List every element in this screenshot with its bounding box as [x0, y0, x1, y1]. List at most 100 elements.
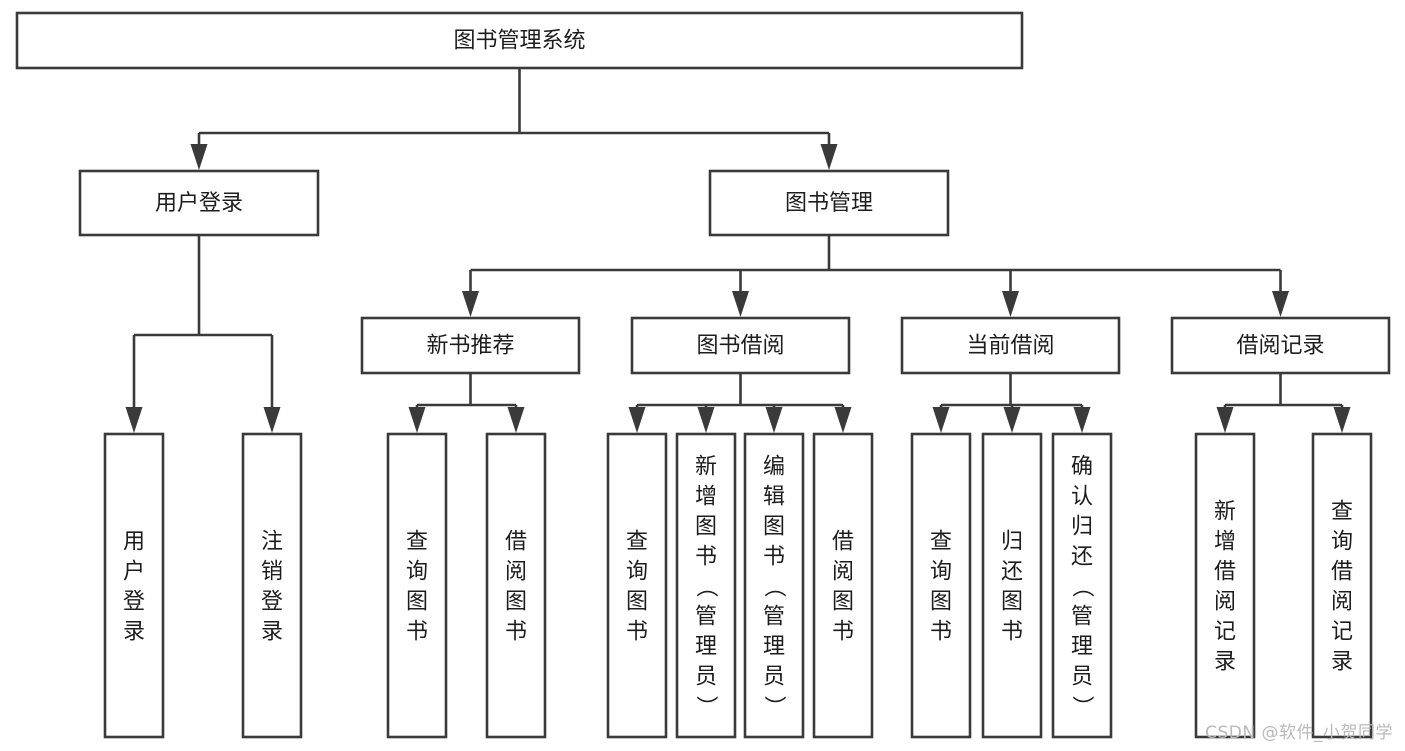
node-box[interactable] — [1051, 432, 1113, 739]
svg-text:销: 销 — [261, 560, 283, 585]
svg-text:询: 询 — [406, 560, 428, 585]
svg-text:）: ） — [693, 695, 718, 717]
node-box[interactable] — [812, 432, 874, 739]
svg-text:确: 确 — [1071, 455, 1093, 480]
svg-text:还: 还 — [1001, 560, 1023, 585]
svg-text:图: 图 — [1001, 590, 1023, 615]
arrow-head-icon — [1003, 407, 1021, 433]
svg-text:阅: 阅 — [1331, 590, 1353, 615]
svg-text:辑: 辑 — [763, 485, 785, 510]
svg-text:员: 员 — [695, 665, 717, 690]
svg-text:图: 图 — [832, 590, 854, 615]
svg-text:查: 查 — [626, 530, 648, 555]
node-box[interactable] — [360, 316, 581, 375]
svg-text:录: 录 — [123, 620, 145, 645]
svg-text:编: 编 — [763, 455, 785, 480]
svg-text:查: 查 — [930, 530, 952, 555]
svg-text:录: 录 — [261, 620, 283, 645]
node-label: 图书借阅 — [696, 334, 784, 359]
svg-text:图: 图 — [626, 590, 648, 615]
node-box[interactable] — [675, 432, 737, 739]
svg-text:图: 图 — [695, 515, 717, 540]
svg-text:图: 图 — [406, 590, 428, 615]
node-box[interactable] — [15, 11, 1024, 70]
svg-text:查: 查 — [1331, 500, 1353, 525]
node-box[interactable] — [386, 432, 448, 739]
arrow-head-icon — [263, 407, 281, 433]
node-box[interactable] — [241, 432, 303, 739]
node-box[interactable] — [630, 316, 851, 375]
svg-text:（: （ — [1069, 575, 1094, 597]
svg-text:书: 书 — [695, 545, 717, 570]
arrow-head-icon — [765, 407, 783, 433]
svg-text:书: 书 — [763, 545, 785, 570]
svg-text:记: 记 — [1214, 620, 1236, 645]
node-box[interactable] — [900, 316, 1121, 375]
node-box[interactable] — [78, 169, 320, 237]
arrow-head-icon — [834, 407, 852, 433]
svg-text:户: 户 — [123, 560, 145, 585]
svg-text:理: 理 — [1071, 635, 1093, 660]
node-borrow-record[interactable]: 借阅记录 — [1170, 316, 1391, 375]
svg-text:注: 注 — [261, 530, 283, 555]
svg-text:管: 管 — [695, 605, 717, 630]
svg-text:询: 询 — [930, 560, 952, 585]
arrow-head-icon — [1002, 291, 1019, 317]
node-box[interactable] — [910, 432, 972, 739]
node-box[interactable] — [743, 432, 805, 739]
arrow-head-icon — [408, 407, 426, 433]
svg-text:新: 新 — [1214, 500, 1236, 525]
node-box[interactable] — [1170, 316, 1391, 375]
arrow-head-icon — [1333, 407, 1351, 433]
svg-text:员: 员 — [1071, 665, 1093, 690]
node-box[interactable] — [1194, 432, 1256, 739]
node-root[interactable]: 图书管理系统 — [15, 11, 1024, 70]
node-user-login[interactable]: 用户登录 — [78, 169, 320, 237]
svg-text:查: 查 — [406, 530, 428, 555]
svg-text:管: 管 — [1071, 605, 1093, 630]
node-new-book-rec[interactable]: 新书推荐 — [360, 316, 581, 375]
node-box[interactable] — [981, 432, 1043, 739]
node-box[interactable] — [606, 432, 668, 739]
svg-text:阅: 阅 — [1214, 590, 1236, 615]
connector-layer — [125, 68, 1351, 433]
node-box[interactable] — [103, 432, 165, 739]
svg-text:还: 还 — [1071, 545, 1093, 570]
svg-text:书: 书 — [406, 620, 428, 645]
node-label: 借阅记录 — [1236, 334, 1324, 359]
svg-text:图: 图 — [505, 590, 527, 615]
node-book-manage[interactable]: 图书管理 — [708, 169, 950, 237]
arrow-head-icon — [932, 407, 950, 433]
node-layer: 图书管理系统用户登录图书管理新书推荐图书借阅当前借阅借阅记录用户登录注销登录查询… — [15, 11, 1391, 739]
arrow-head-icon — [507, 407, 525, 433]
node-box[interactable] — [708, 169, 950, 237]
node-current-borrow[interactable]: 当前借阅 — [900, 316, 1121, 375]
svg-text:（: （ — [693, 575, 718, 597]
node-box[interactable] — [485, 432, 547, 739]
arrow-head-icon — [820, 144, 838, 170]
node-label: 用户登录 — [155, 191, 243, 216]
svg-text:借: 借 — [832, 530, 854, 555]
node-box[interactable] — [1311, 432, 1373, 739]
svg-text:员: 员 — [763, 665, 785, 690]
node-leaf-user-login[interactable]: 用户登录 — [103, 432, 165, 739]
node-book-borrow[interactable]: 图书借阅 — [630, 316, 851, 375]
